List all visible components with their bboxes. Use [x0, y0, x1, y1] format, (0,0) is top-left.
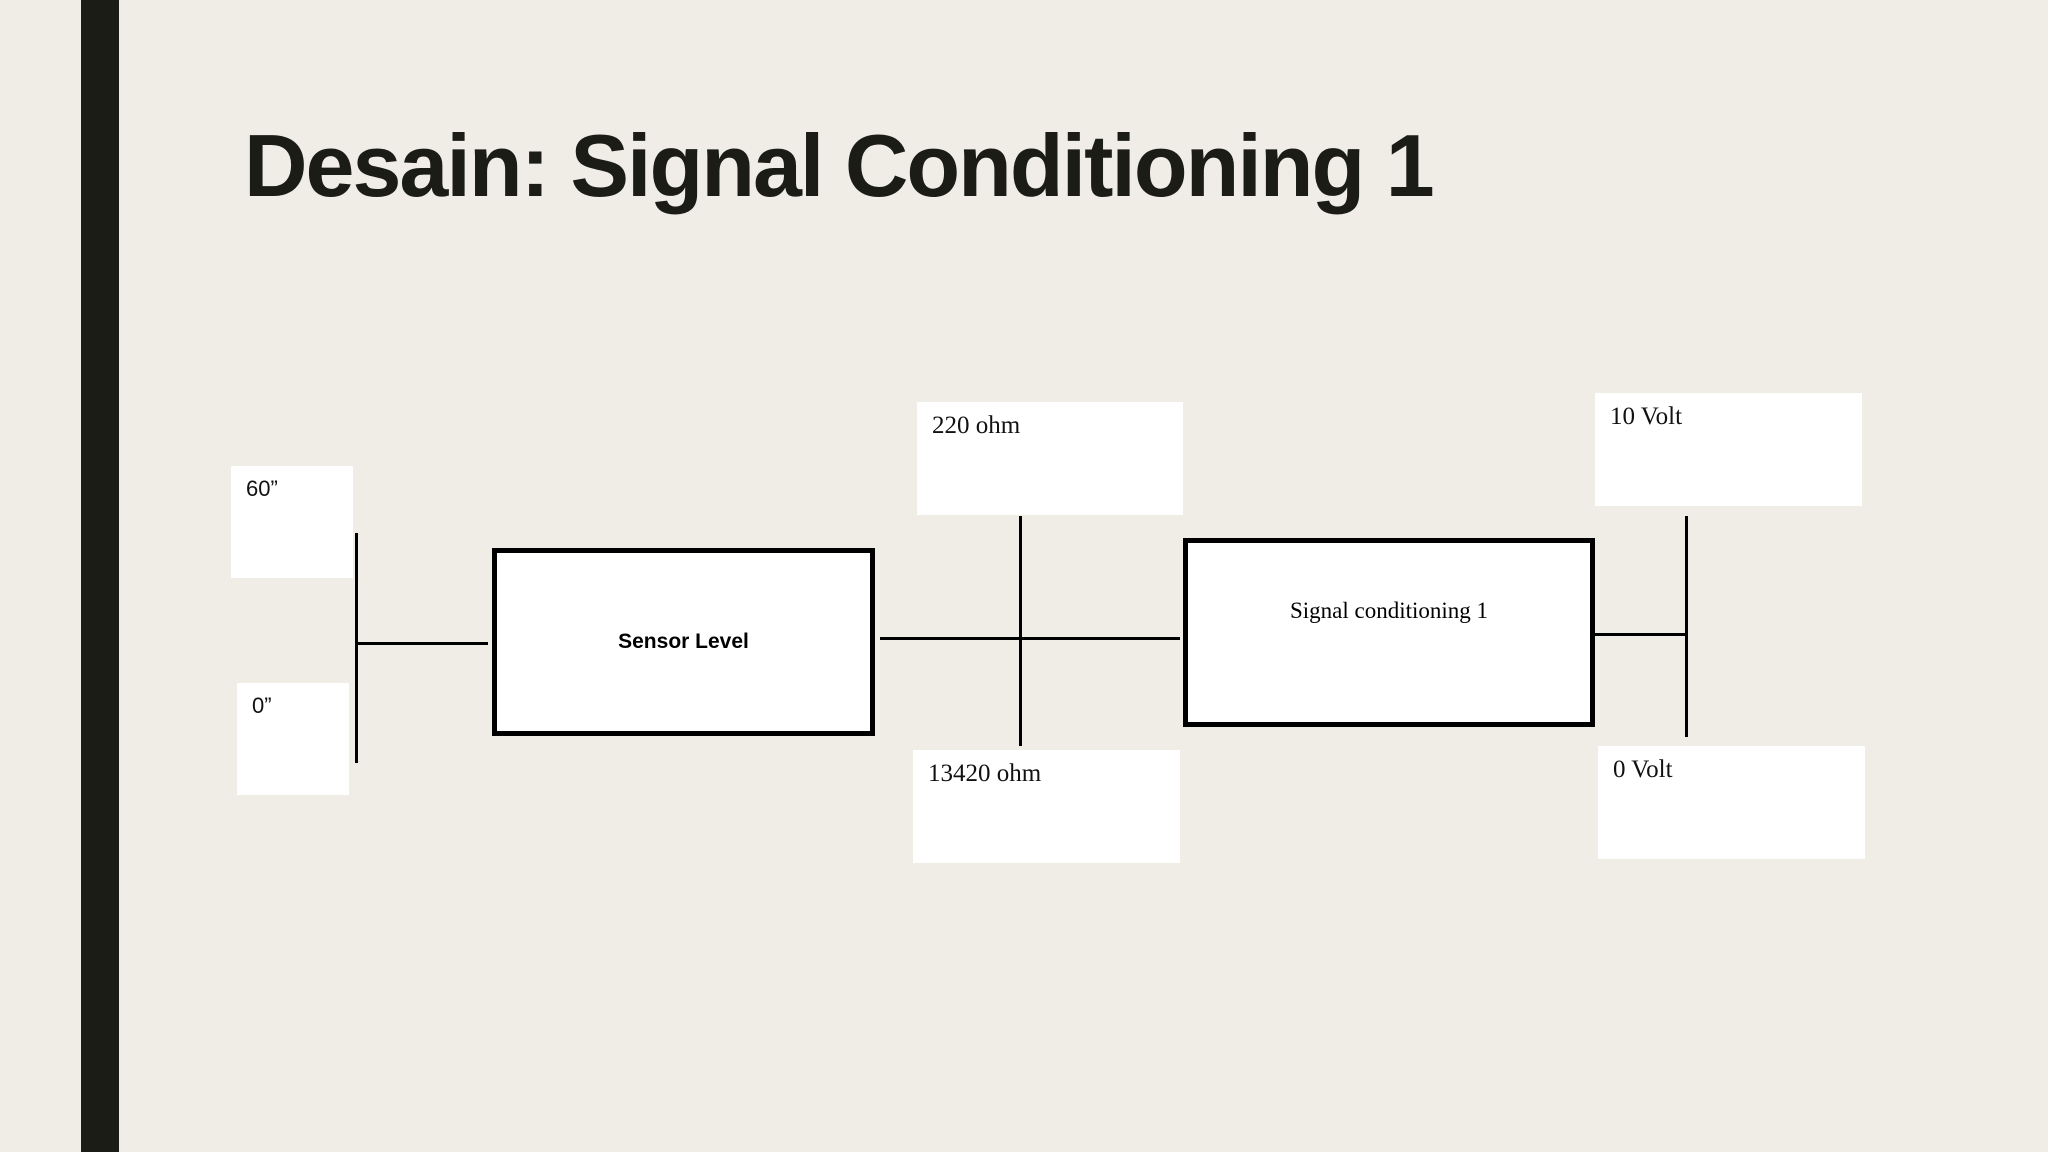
signal-conditioning-block: Signal conditioning 1 — [1183, 538, 1595, 727]
voltage-min-label: 0 Volt — [1598, 746, 1865, 859]
input-range-bar — [355, 533, 358, 763]
left-accent-bar — [81, 0, 119, 1152]
resistance-min-label: 13420 ohm — [913, 750, 1180, 863]
input-max-label: 60” — [231, 466, 353, 578]
sensor-to-conditioning-wire — [880, 637, 1180, 640]
resistance-max-label: 220 ohm — [917, 402, 1183, 515]
slide-title: Desain: Signal Conditioning 1 — [244, 116, 1435, 215]
resistance-range-bar — [1019, 516, 1022, 746]
input-min-label: 0” — [237, 683, 349, 795]
sensor-level-block: Sensor Level — [492, 548, 875, 736]
conditioning-to-output-wire — [1594, 633, 1688, 636]
sensor-level-label: Sensor Level — [618, 630, 749, 653]
voltage-max-label: 10 Volt — [1595, 393, 1862, 506]
voltage-range-bar — [1685, 516, 1688, 737]
input-to-sensor-wire — [357, 642, 488, 645]
signal-conditioning-label: Signal conditioning 1 — [1289, 598, 1489, 623]
